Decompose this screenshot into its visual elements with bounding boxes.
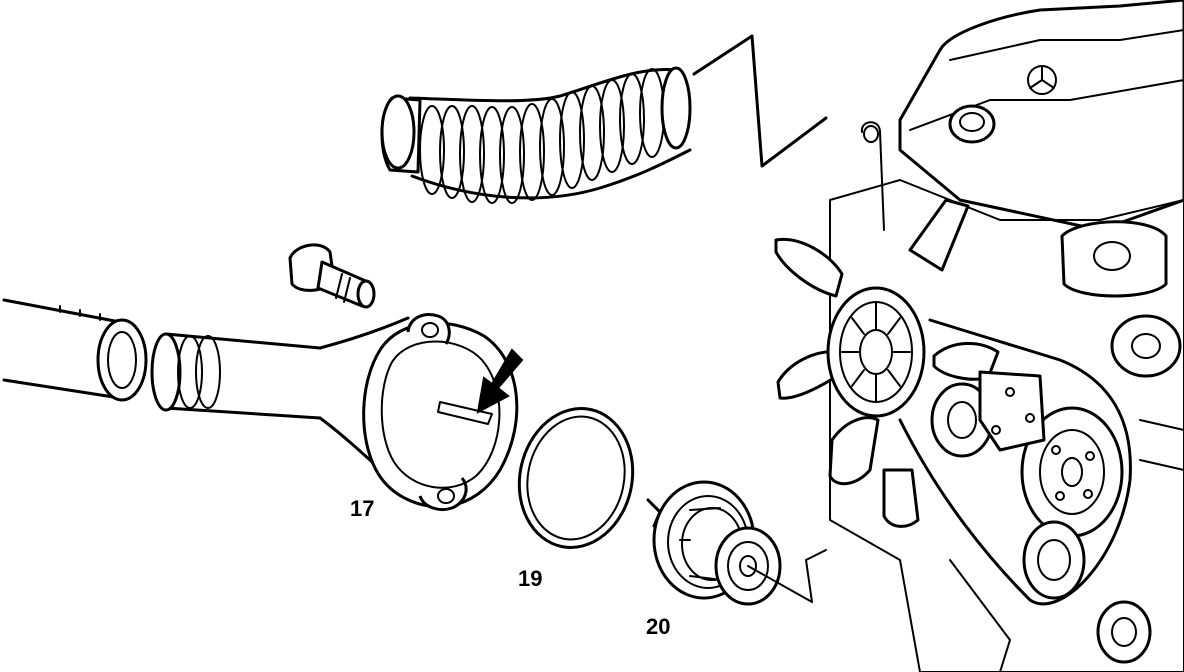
seal-ring (517, 407, 635, 549)
coolant-pipe (2, 298, 148, 402)
indicator-arrow (476, 348, 524, 414)
part-label-20: 20 (646, 614, 671, 639)
engine-assembly (774, 0, 1184, 672)
leader-line-hose (692, 34, 828, 168)
part-label-17: 17 (350, 496, 375, 521)
bolt (288, 243, 376, 309)
thermostat-housing (150, 313, 519, 511)
thermostat (646, 480, 813, 606)
part-label-19: 19 (518, 566, 543, 591)
corrugated-hose (380, 66, 692, 204)
leader-line-thermostat (805, 549, 827, 603)
